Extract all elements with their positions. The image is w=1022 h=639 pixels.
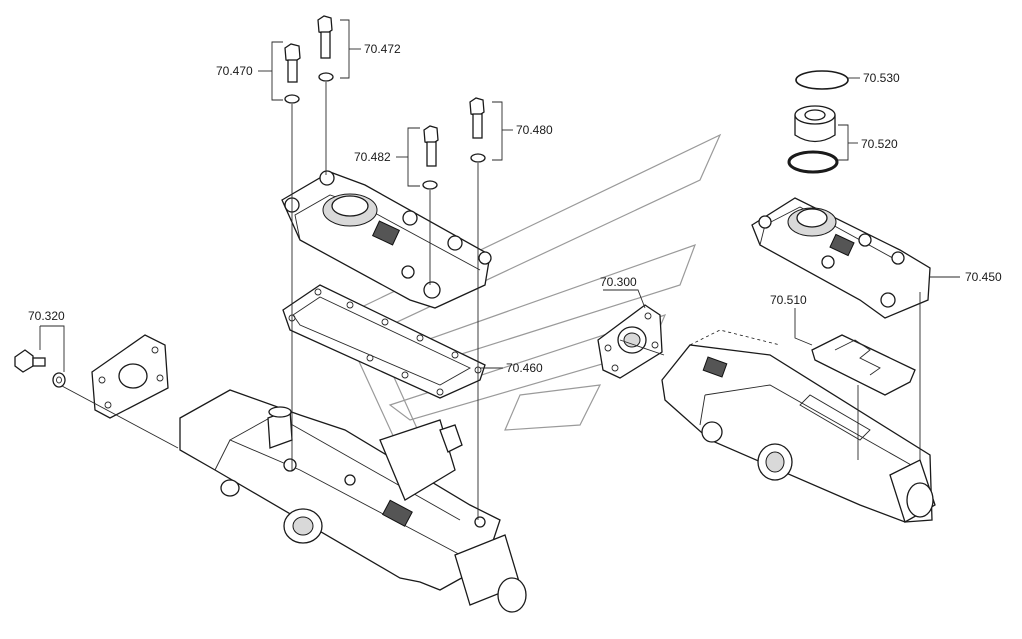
top-cover-right — [751, 197, 931, 319]
gasket-left — [282, 284, 486, 399]
bolt-70470 — [284, 43, 301, 104]
label-70472: 70.472 — [364, 42, 401, 56]
bolt-70480 — [469, 97, 486, 163]
label-70510: 70.510 — [770, 293, 807, 307]
label-70460: 70.460 — [506, 361, 543, 375]
label-70530: 70.530 — [863, 71, 900, 85]
label-70480: 70.480 — [516, 123, 553, 137]
label-70320: 70.320 — [28, 309, 65, 323]
bolt-70482 — [422, 125, 439, 190]
label-70300: 70.300 — [600, 275, 637, 289]
leader-lines — [39, 19, 960, 520]
valve-body-right — [661, 329, 936, 523]
cover-plate-70300 — [597, 304, 663, 379]
plug-70520 — [787, 105, 839, 174]
bolt-70472 — [317, 15, 334, 82]
label-70470: 70.470 — [216, 64, 253, 78]
valve-body-left — [179, 389, 527, 613]
snap-ring-70530 — [795, 70, 849, 90]
cover-plate-left — [91, 334, 169, 419]
top-cover-left — [281, 170, 492, 309]
label-70450: 70.450 — [965, 270, 1002, 284]
gasket-70510 — [811, 334, 916, 396]
plug-bolt-70320 — [14, 349, 66, 388]
label-70520: 70.520 — [861, 137, 898, 151]
callout-labels: 70.470 70.472 70.482 70.480 70.460 70.32… — [28, 42, 1002, 375]
label-70482: 70.482 — [354, 150, 391, 164]
